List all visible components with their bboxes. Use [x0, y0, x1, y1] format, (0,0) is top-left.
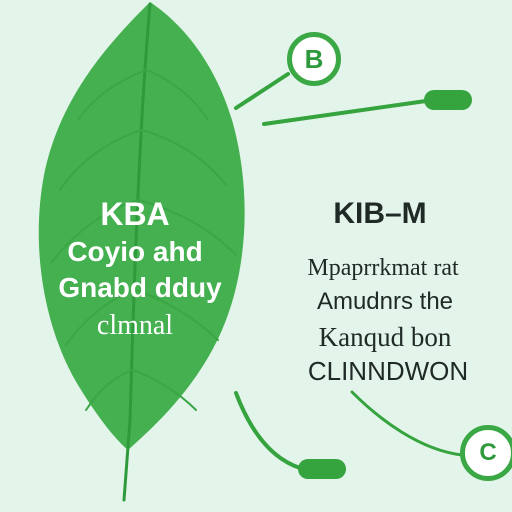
right-line-3: Kanqud bon — [318, 322, 452, 352]
right-line-4: CLINNDWON — [307, 356, 469, 386]
leaf-line-2: Coyio ahd — [67, 236, 203, 267]
connector-line-right-curve — [350, 390, 464, 457]
leaf-shape — [38, 2, 245, 450]
marker-c: C — [460, 425, 512, 481]
connector-line-top-right — [262, 99, 428, 126]
right-line-2: Amudnrs the — [316, 288, 454, 315]
connector-end-pill-bottom — [298, 459, 346, 479]
connector-line-b — [234, 72, 290, 110]
marker-b-label: B — [304, 43, 324, 74]
leaf-title: KBA — [100, 196, 170, 232]
marker-c-label: C — [479, 439, 497, 466]
marker-b: B — [287, 32, 341, 86]
connector-end-pill-top — [424, 90, 472, 110]
leaf-midrib — [122, 2, 152, 502]
connector-line-bottom — [234, 391, 302, 470]
right-heading: KIB–M — [333, 197, 427, 230]
leaf-veins — [51, 69, 237, 411]
leaf-line-3: Gnabd dduy — [58, 272, 222, 303]
right-line-1: Mpaprrkmat rat — [307, 255, 459, 281]
leaf-line-4: clmnal — [96, 310, 174, 341]
